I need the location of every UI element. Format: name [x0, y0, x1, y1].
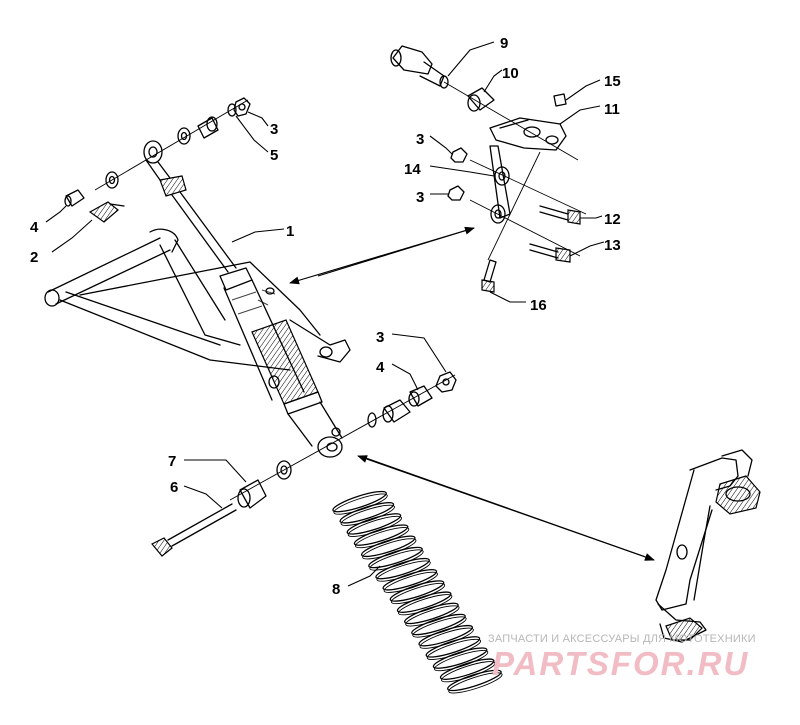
callout-4: 4	[30, 219, 39, 236]
spring-coil	[389, 580, 445, 602]
spring-coil-edge	[412, 616, 467, 638]
spring-coil-edge	[441, 661, 496, 683]
spring-coil-edge	[426, 638, 482, 660]
callout-12: 12	[604, 211, 621, 228]
spring-coil	[404, 602, 459, 625]
spring-coil	[360, 535, 416, 558]
callout-10: 10	[502, 65, 519, 82]
spring-coil	[418, 624, 474, 647]
spring-coil	[425, 636, 481, 658]
callout-3: 3	[270, 121, 278, 138]
lower-mount-hardware	[151, 371, 457, 557]
leader-lines	[45, 41, 605, 587]
watermark-caption: ЗАПЧАСТИ И АКСЕССУАРЫ ДЛЯ МОТОТЕХНИКИ	[488, 633, 756, 645]
callout-4-lower: 4	[376, 359, 385, 376]
callout-6: 6	[170, 479, 178, 496]
spring-coil-edge	[405, 605, 460, 627]
spring-coil-edge	[347, 515, 403, 537]
spring-coil	[396, 591, 452, 613]
direction-arrows	[289, 226, 655, 561]
callout-5: 5	[270, 147, 278, 164]
callout-16: 16	[530, 297, 547, 314]
spring-coil-edge	[448, 672, 503, 694]
spring-coil	[368, 546, 423, 569]
callout-3-link-lower: 3	[416, 189, 424, 206]
callout-labels: 1 2 3 5 4 9 10 15 11 3 14 3 12 13 16 3 4…	[30, 35, 621, 598]
arrow-to-lower-mount	[357, 455, 655, 561]
callout-7: 7	[168, 453, 176, 470]
spring-coil	[447, 669, 502, 692]
spring-coil	[375, 557, 430, 580]
callout-3-lower: 3	[376, 329, 384, 346]
upper-mount-hardware	[64, 97, 251, 223]
spring-coil-edge	[369, 549, 424, 571]
spring-coil-edge	[398, 594, 453, 616]
spring-coil-edge	[419, 627, 474, 649]
spring-coil-edge	[383, 571, 438, 593]
callout-14: 14	[404, 161, 421, 178]
spring-coil	[346, 513, 402, 535]
spring-coil-edge	[390, 582, 446, 605]
callout-15: 15	[604, 73, 621, 90]
coil-spring	[332, 490, 503, 694]
spring-coil-edge	[354, 527, 410, 549]
callout-11: 11	[604, 101, 620, 118]
a-arm	[44, 228, 351, 389]
spring-coil-edge	[376, 560, 431, 582]
arrow-to-shock	[289, 227, 475, 285]
shock-absorber	[143, 140, 343, 458]
spring-coil	[353, 524, 409, 546]
spring-coil-edge	[433, 650, 489, 672]
watermark-logo: PARTSFOR.RU	[492, 645, 750, 682]
spring-coil	[411, 613, 466, 636]
link-assembly	[390, 45, 587, 293]
callout-3-link-upper: 3	[416, 131, 424, 148]
spring-coil	[339, 502, 395, 524]
spring-coil-edge	[340, 504, 395, 526]
callout-13: 13	[604, 237, 621, 254]
callout-9: 9	[500, 35, 508, 52]
spring-coil-edge	[362, 538, 417, 560]
spring-coil-edge	[333, 493, 388, 515]
spring-coil	[439, 658, 495, 680]
callout-2: 2	[30, 249, 38, 266]
spindle	[655, 449, 761, 643]
spring-coil	[332, 490, 387, 513]
callout-1: 1	[286, 223, 294, 240]
spring-coil	[432, 647, 488, 669]
spring-coil	[382, 569, 438, 591]
callout-8: 8	[332, 581, 340, 598]
